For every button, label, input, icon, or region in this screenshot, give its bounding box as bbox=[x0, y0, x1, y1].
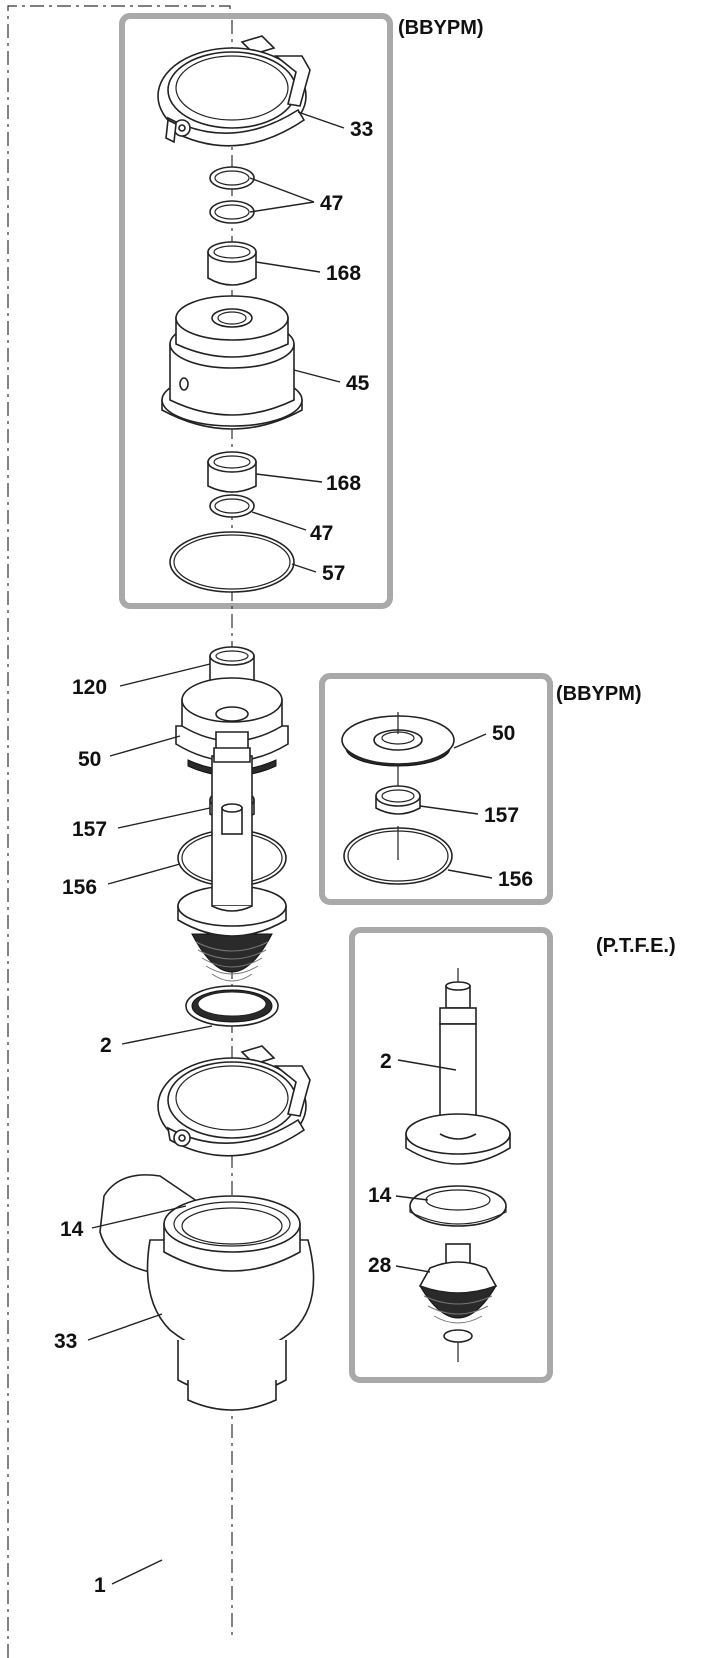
callout-157-main: 157 bbox=[72, 818, 107, 841]
clamp-bottom-part bbox=[157, 1045, 311, 1157]
callout-45: 45 bbox=[346, 372, 370, 395]
callout-57: 57 bbox=[322, 562, 345, 585]
ptfe-seat-14 bbox=[409, 1185, 507, 1227]
callout-168-upper: 168 bbox=[326, 262, 361, 285]
clamp-top-part bbox=[157, 35, 311, 147]
callout-157-alt: 157 bbox=[484, 804, 519, 827]
callout-156-alt: 156 bbox=[498, 868, 533, 891]
group-header-lower: (P.T.F.E.) bbox=[596, 935, 676, 957]
housing-45 bbox=[161, 295, 303, 430]
seal-47-middle bbox=[209, 200, 255, 224]
callout-47-pair: 47 bbox=[320, 192, 343, 215]
callout-168-lower: 168 bbox=[326, 472, 361, 495]
group-header-top: (BBYPM) bbox=[398, 17, 484, 39]
group-box-middle bbox=[319, 673, 553, 905]
alt-ring-157 bbox=[375, 764, 421, 815]
bushing-168-upper bbox=[207, 241, 257, 286]
valve-body-1 bbox=[99, 1174, 315, 1411]
ptfe-stem-2 bbox=[405, 968, 511, 1165]
callout-33-top: 33 bbox=[350, 118, 373, 141]
callout-47-lower: 47 bbox=[310, 522, 333, 545]
assembly-axis-frame bbox=[7, 5, 231, 1658]
callout-2-main: 2 bbox=[100, 1034, 112, 1057]
stem-2-main bbox=[177, 731, 287, 982]
callout-50-alt: 50 bbox=[492, 722, 515, 745]
callout-33-bottom: 33 bbox=[54, 1330, 77, 1353]
bushing-168-lower bbox=[207, 451, 257, 493]
seat-14-main bbox=[185, 985, 279, 1027]
seal-47-upper bbox=[209, 166, 255, 190]
oring-57 bbox=[169, 531, 295, 593]
seal-47-lower bbox=[209, 494, 255, 518]
alt-oring-156 bbox=[343, 826, 453, 885]
group-box-top bbox=[119, 13, 393, 609]
callout-156-main: 156 bbox=[62, 876, 97, 899]
group-box-lower bbox=[349, 927, 553, 1383]
group-header-middle: (BBYPM) bbox=[556, 683, 642, 705]
callout-50-main: 50 bbox=[78, 748, 101, 771]
callout-28-ptfe: 28 bbox=[368, 1254, 392, 1277]
leader-lines bbox=[87, 111, 493, 1585]
callout-120: 120 bbox=[72, 676, 107, 699]
callout-1: 1 bbox=[94, 1574, 106, 1597]
ptfe-plug-28 bbox=[418, 1243, 498, 1362]
callout-14-main: 14 bbox=[60, 1218, 84, 1241]
alt-cover-50 bbox=[341, 712, 455, 767]
callout-14-ptfe: 14 bbox=[368, 1184, 392, 1207]
callout-2-ptfe: 2 bbox=[380, 1050, 392, 1073]
